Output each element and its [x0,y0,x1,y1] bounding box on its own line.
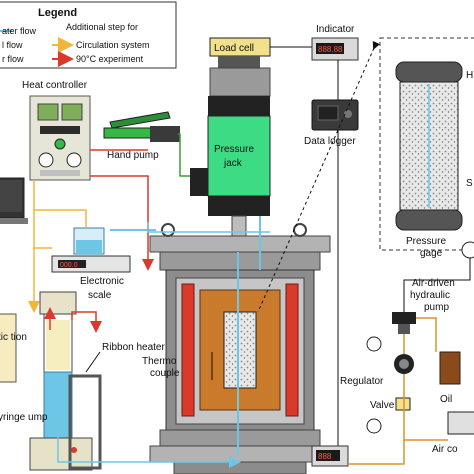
oil-reservoir [439,351,461,385]
indicator-label: Indicator [316,24,355,35]
sample-s-label: S [466,178,473,189]
indicator-reading: 888.88 [318,45,343,54]
bottom-indicator: 888 [311,445,349,467]
legend: Legend ater flow l flow r flow Additiona… [0,1,177,69]
air-line-3 [416,317,437,352]
heat-controller [29,95,91,181]
load-cell: Load cell [209,37,271,57]
heat-line-3 [71,311,102,333]
inset-pointer [257,40,381,313]
syringe-pump-label: yringe ump [0,412,48,423]
load-cell-base [218,56,260,68]
legend-item-oil: l flow [2,40,23,50]
sample-detail [395,61,463,231]
pressure-jack-label-2: jack [223,158,243,169]
pressure-vessel [149,223,331,474]
pressure-gage-icon [461,241,474,259]
valve-icon [395,397,411,411]
regulator-label: Regulator [340,376,384,387]
pressure-jack: Pressure jack [190,96,271,216]
air-compressor [447,411,474,435]
air-pump-label-3: pump [424,302,449,313]
circulation-box [0,313,17,383]
load-cell-label: Load cell [214,43,254,54]
sample-h-label: H [466,70,473,81]
pressure-gage-label-2: gage [420,248,443,259]
air-driven-pump [392,312,416,334]
data-logger [311,99,359,131]
ribbon-heater-label: Ribbon heater [102,342,165,353]
air-compressor-label: Air co [432,444,458,455]
oil-line [178,133,190,177]
legend-extra-circulation: Circulation system [76,40,150,50]
hand-pump [103,111,180,142]
gauge-left-icon [366,336,382,352]
circulation-tank [39,291,77,373]
air-line-4 [348,440,405,465]
valve-label: Valve [370,400,395,411]
air-pump-label-1: Air-driven [412,278,455,289]
piston-rod [231,215,247,237]
electronic-scale-label-1: Electronic [80,276,124,287]
legend-item-water: ater flow [2,26,37,36]
heat-line-1 [90,175,154,271]
jack-top-plate [209,67,271,97]
ribbon-heater [68,374,102,470]
heat-controller-label: Heat controller [22,80,88,91]
legend-title: Legend [38,7,77,19]
thermocouple-label-1: Thermo [142,356,177,367]
water-line-bottom [57,380,241,468]
scale-reading: 000.0 [60,262,78,269]
ribbon-heater-pointer [85,351,101,373]
bottom-reading: 888 [318,452,332,461]
legend-extra-heating: 90°C experiment [76,54,144,64]
data-logger-label: Data logger [304,136,356,147]
air-pump-label-2: hydraulic [410,290,450,301]
pressure-jack-label-1: Pressure [214,144,254,155]
pressure-gage-label-1: Pressure [406,236,446,247]
hand-pump-label: Hand pump [107,150,159,161]
indicator-device: 888.88 [311,37,359,61]
legend-extra-header: Additional step for [66,22,138,32]
circulation-label: tic tion [0,332,27,343]
gauge-bottom-icon [366,418,382,434]
gage-line [403,258,471,312]
computer-icon [0,177,28,224]
oil-label: Oil [440,394,452,405]
electronic-scale-label-2: scale [88,290,112,301]
thermocouple-label-2: couple [150,368,180,379]
water-line-top [147,222,270,233]
legend-item-air: r flow [2,54,24,64]
electronic-scale: 000.0 [51,227,131,273]
circulation-line-2 [34,209,87,228]
